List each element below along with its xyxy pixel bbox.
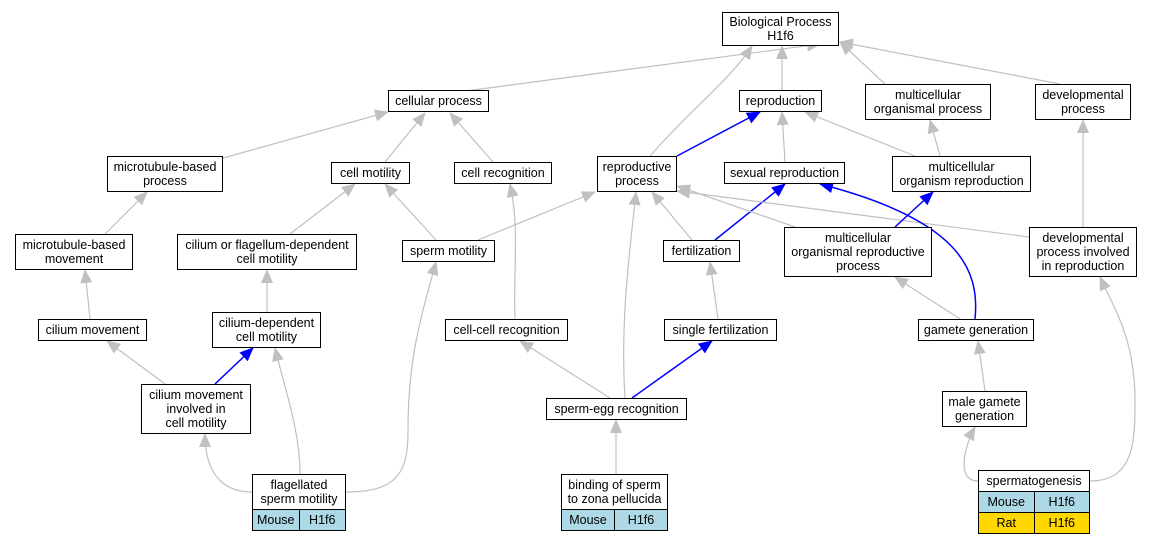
is-a-edge xyxy=(345,261,439,493)
annotation-species: Mouse xyxy=(562,509,614,530)
node-multicellular-organismal-process[interactable]: multicellular organismal process xyxy=(865,84,991,120)
node-developmental-process[interactable]: developmental process xyxy=(1035,84,1131,120)
edge-group xyxy=(80,38,1136,493)
node-male-gamete-generation[interactable]: male gamete generation xyxy=(942,391,1027,427)
part-of-edge xyxy=(819,181,977,320)
is-a-edge xyxy=(80,269,93,320)
node-developmental-process-involved-in-reproduction[interactable]: developmental process involved in reprod… xyxy=(1029,227,1137,277)
node-flagellated-sperm-motility[interactable]: flagellated sperm motility xyxy=(252,474,346,510)
is-a-edge xyxy=(649,45,753,157)
node-spermatogenesis[interactable]: spermatogenesis xyxy=(978,470,1090,492)
node-single-fertilization[interactable]: single fertilization xyxy=(664,319,777,341)
node-fertilization[interactable]: fertilization xyxy=(663,240,740,262)
is-a-edge xyxy=(676,186,1030,238)
annotation-row: Mouse H1f6 xyxy=(253,509,345,530)
is-a-edge xyxy=(519,340,611,399)
annotation-row: Mouse H1f6 xyxy=(562,509,667,530)
is-a-edge xyxy=(199,433,253,493)
part-of-edge xyxy=(894,191,934,228)
node-multicellular-organism-reproduction[interactable]: multicellular organism reproduction xyxy=(892,156,1031,192)
node-sexual-reproduction[interactable]: sexual reproduction xyxy=(724,162,845,184)
node-biological-process[interactable]: Biological Process H1f6 xyxy=(722,12,839,46)
is-a-edge xyxy=(272,347,301,475)
node-binding-of-sperm-to-zona-pellucida[interactable]: binding of sperm to zona pellucida xyxy=(561,474,668,510)
is-a-edge xyxy=(506,183,519,320)
part-of-edge xyxy=(714,183,786,241)
annotation-row: Rat H1f6 xyxy=(979,512,1089,533)
is-a-edge xyxy=(384,183,437,241)
node-reproductive-process[interactable]: reproductive process xyxy=(597,156,677,192)
node-multicellular-organismal-reproductive-process[interactable]: multicellular organismal reproductive pr… xyxy=(784,227,932,277)
is-a-edge xyxy=(651,191,693,241)
node-cilium-dependent-cell-motility[interactable]: cilium-dependent cell motility xyxy=(212,312,321,348)
annotation-row: Mouse H1f6 xyxy=(979,491,1089,512)
is-a-edge xyxy=(705,261,719,320)
node-cilium-or-flagellum-dependent-cell-motility[interactable]: cilium or flagellum-dependent cell motil… xyxy=(177,234,357,270)
is-a-edge xyxy=(776,111,789,163)
annotation-table-spermatogenesis: Mouse H1f6 Rat H1f6 xyxy=(978,491,1090,534)
part-of-edge xyxy=(676,111,761,157)
annotation-species: Mouse xyxy=(253,509,299,530)
node-cellular-process[interactable]: cellular process xyxy=(388,90,489,112)
is-a-edge xyxy=(839,38,1061,85)
is-a-edge xyxy=(449,112,494,163)
node-sperm-motility[interactable]: sperm motility xyxy=(402,240,495,262)
annotation-gene: H1f6 xyxy=(1033,512,1089,533)
node-microtubule-based-process[interactable]: microtubule-based process xyxy=(107,156,223,192)
node-cilium-movement[interactable]: cilium movement xyxy=(38,319,147,341)
node-sperm-egg-recognition[interactable]: sperm-egg recognition xyxy=(546,398,687,420)
is-a-edge xyxy=(104,191,148,235)
node-microtubule-based-movement[interactable]: microtubule-based movement xyxy=(15,234,133,270)
annotation-gene: H1f6 xyxy=(614,509,667,530)
node-cell-motility[interactable]: cell motility xyxy=(331,162,410,184)
annotation-table-binding-of-sperm: Mouse H1f6 xyxy=(561,509,668,531)
is-a-edge xyxy=(106,340,166,385)
part-of-edge xyxy=(631,340,713,399)
is-a-edge xyxy=(839,41,886,85)
is-a-edge xyxy=(927,119,941,157)
annotation-gene: H1f6 xyxy=(1033,491,1089,512)
is-a-edge xyxy=(676,184,796,228)
node-cell-recognition[interactable]: cell recognition xyxy=(454,162,552,184)
is-a-edge xyxy=(477,191,596,241)
is-a-edge xyxy=(963,426,979,482)
node-cilium-movement-involved-in-cell-motility[interactable]: cilium movement involved in cell motilit… xyxy=(141,384,251,434)
is-a-edge xyxy=(973,340,986,392)
annotation-species: Rat xyxy=(979,512,1034,533)
annotation-species: Mouse xyxy=(979,491,1034,512)
is-a-edge xyxy=(384,112,426,163)
is-a-edge xyxy=(222,109,389,159)
annotation-gene: H1f6 xyxy=(298,509,345,530)
node-reproduction[interactable]: reproduction xyxy=(739,90,822,112)
is-a-edge xyxy=(804,111,916,157)
node-cell-cell-recognition[interactable]: cell-cell recognition xyxy=(445,319,568,341)
is-a-edge xyxy=(894,276,961,320)
is-a-edge xyxy=(1089,276,1136,482)
is-a-edge xyxy=(289,183,356,235)
is-a-edge xyxy=(623,191,641,399)
node-gamete-generation[interactable]: gamete generation xyxy=(918,319,1034,341)
part-of-edge xyxy=(214,347,254,385)
annotation-table-flagellated-sperm-motility: Mouse H1f6 xyxy=(252,509,346,531)
